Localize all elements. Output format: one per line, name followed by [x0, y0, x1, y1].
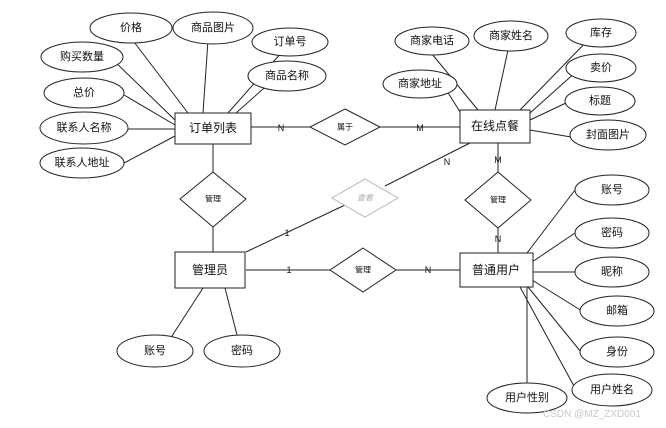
- svg-text:标题: 标题: [589, 93, 611, 107]
- edge-meal-stock: [519, 35, 593, 111]
- svg-text:卖价: 卖价: [590, 61, 612, 74]
- attr-meal-cover-image: 封面图片: [569, 119, 647, 151]
- svg-text:昵称: 昵称: [601, 264, 623, 278]
- attr-user-id-card: 身份: [579, 336, 655, 368]
- card-manage-user: N: [495, 234, 502, 244]
- svg-text:邮箱: 邮箱: [606, 303, 628, 317]
- entity-normal-user: 普通用户: [459, 252, 534, 288]
- svg-text:购买数量: 购买数量: [60, 49, 104, 63]
- entity-order-list: 订单列表: [174, 112, 252, 145]
- attr-order-product-image: 商品图片: [172, 11, 254, 45]
- edge-admin-view: [245, 204, 346, 253]
- attr-meal-price: 卖价: [565, 53, 637, 83]
- attr-admin-account: 账号: [116, 334, 194, 368]
- card-user-view: N: [444, 157, 451, 167]
- edge-order-contact-address: [123, 135, 176, 164]
- entity-online-order: 在线点餐: [459, 109, 531, 144]
- edge-user-email: [531, 279, 583, 312]
- card-meal-belongs: M: [416, 123, 424, 133]
- svg-text:订单列表: 订单列表: [189, 121, 237, 135]
- svg-text:库存: 库存: [590, 25, 612, 39]
- edge-user-name: [519, 286, 576, 389]
- card-user-manage: N: [425, 265, 432, 275]
- edge-order-total: [123, 94, 176, 126]
- svg-text:管理: 管理: [205, 194, 221, 204]
- attr-order-contact-name: 联系人名称: [39, 111, 129, 145]
- attr-meal-stock: 库存: [565, 18, 637, 48]
- edge-admin-password: [224, 287, 238, 336]
- edge-user-id-card: [527, 286, 582, 353]
- svg-text:联系人地址: 联系人地址: [55, 155, 110, 169]
- edge-order-price: [130, 37, 189, 114]
- edge-meal-title: [529, 102, 567, 121]
- svg-text:商品图片: 商品图片: [191, 20, 235, 34]
- attr-admin-password: 密码: [203, 334, 281, 368]
- svg-text:用户性别: 用户性别: [505, 390, 549, 404]
- svg-text:在线点餐: 在线点餐: [471, 118, 519, 133]
- attr-order-number: 订单号: [251, 27, 329, 57]
- edge-user-account: [526, 189, 576, 254]
- attr-order-price: 价格: [89, 12, 173, 44]
- svg-text:订单号: 订单号: [274, 35, 307, 48]
- edge-meal-cover-image: [529, 129, 572, 138]
- rel-manage-orders: 管理: [179, 171, 247, 228]
- rel-view: 查看: [330, 178, 400, 218]
- rel-belongs-to: 属于: [308, 108, 382, 146]
- svg-text:商品名称: 商品名称: [265, 68, 309, 82]
- card-admin-manage-user: 1: [286, 265, 291, 275]
- svg-text:普通用户: 普通用户: [472, 262, 520, 277]
- attr-meal-title: 标题: [564, 86, 636, 116]
- attr-user-name: 用户姓名: [571, 373, 653, 407]
- attr-order-total: 总价: [43, 77, 125, 109]
- watermark: CSDN @MZ_ZXD001: [543, 409, 641, 420]
- svg-text:价格: 价格: [120, 20, 142, 34]
- svg-text:密码: 密码: [231, 343, 253, 357]
- attr-user-nickname: 昵称: [574, 256, 650, 288]
- svg-text:查看: 查看: [357, 194, 374, 203]
- connectors: [109, 35, 593, 389]
- svg-text:总价: 总价: [73, 85, 95, 99]
- svg-text:身份: 身份: [606, 344, 628, 358]
- svg-text:管理: 管理: [355, 265, 371, 275]
- attr-order-quantity: 购买数量: [40, 41, 124, 73]
- edge-view-meal: [384, 142, 471, 187]
- svg-text:联系人名称: 联系人名称: [57, 120, 112, 134]
- attr-user-password: 密码: [574, 217, 650, 249]
- attr-order-product-name: 商品名称: [247, 60, 327, 92]
- attr-meal-merchant-phone: 商家电话: [394, 26, 470, 56]
- svg-text:管理员: 管理员: [192, 262, 228, 277]
- rel-manage-meals: 管理: [464, 171, 532, 229]
- svg-text:账号: 账号: [601, 183, 623, 196]
- attr-meal-merchant-address: 商家地址: [382, 69, 458, 99]
- attr-user-email: 邮箱: [579, 295, 655, 327]
- edge-user-password: [531, 232, 576, 263]
- svg-text:用户姓名: 用户姓名: [590, 382, 634, 396]
- svg-text:商家地址: 商家地址: [398, 76, 442, 90]
- attr-user-account: 账号: [574, 174, 650, 206]
- card-meal-view: M: [494, 155, 502, 165]
- svg-text:密码: 密码: [601, 225, 623, 239]
- attr-order-contact-address: 联系人地址: [39, 147, 125, 179]
- cardinalities: N M M N 1 N 1 N: [278, 123, 502, 275]
- svg-text:封面图片: 封面图片: [586, 127, 630, 141]
- rel-manage-users: 管理: [329, 247, 397, 293]
- svg-text:属于: 属于: [337, 123, 353, 132]
- edge-meal-price: [529, 70, 578, 114]
- attr-meal-merchant-name: 商家姓名: [473, 20, 549, 52]
- entity-admin: 管理员: [174, 251, 246, 289]
- card-admin-view: 1: [284, 228, 289, 238]
- svg-text:商家姓名: 商家姓名: [489, 28, 533, 42]
- edge-order-product-image: [202, 39, 209, 114]
- edge-order-quantity: [109, 56, 176, 121]
- edge-admin-account: [169, 287, 204, 340]
- svg-text:商家电话: 商家电话: [410, 33, 454, 47]
- edge-meal-merchant-name: [494, 49, 509, 111]
- card-order-belongs: N: [278, 123, 285, 133]
- attr-user-gender: 用户性别: [486, 382, 568, 414]
- svg-text:账号: 账号: [144, 344, 166, 357]
- svg-text:管理: 管理: [490, 195, 506, 205]
